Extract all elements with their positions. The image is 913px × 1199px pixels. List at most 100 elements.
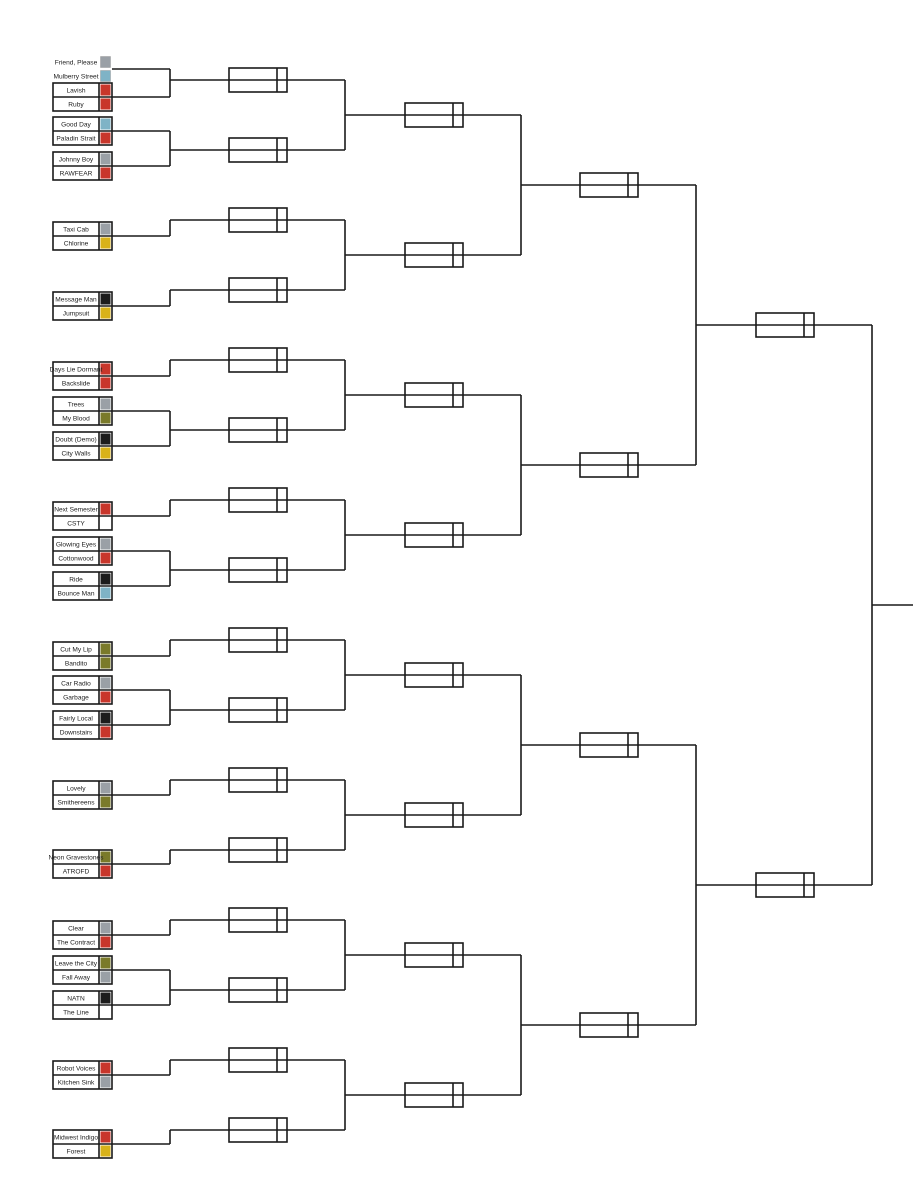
- round1-matchup[interactable]: Doubt (Demo)City Walls: [52, 431, 113, 461]
- round3-slot[interactable]: [404, 102, 464, 128]
- song-name: My Blood: [62, 415, 90, 422]
- album-art-icon: [100, 657, 111, 669]
- round3-slot[interactable]: [404, 242, 464, 268]
- album-art-icon: [100, 677, 111, 689]
- round2-slot[interactable]: [228, 137, 288, 163]
- song-name: CSTY: [67, 520, 85, 527]
- round3-slot[interactable]: [404, 662, 464, 688]
- album-art-icon: [100, 796, 111, 808]
- album-art-icon: [100, 726, 111, 738]
- round2-slot[interactable]: [228, 207, 288, 233]
- album-art-icon: [100, 782, 111, 794]
- round3-slot[interactable]: [404, 802, 464, 828]
- round5-slot[interactable]: [755, 312, 815, 338]
- round1-matchup[interactable]: Trees My Blood: [52, 396, 113, 426]
- round2-slot[interactable]: [228, 417, 288, 443]
- round2-slot[interactable]: [228, 907, 288, 933]
- album-art-icon: [100, 865, 111, 877]
- round3-slot[interactable]: [404, 522, 464, 548]
- round5-slot[interactable]: [755, 872, 815, 898]
- song-name: Friend, Please: [55, 59, 98, 66]
- album-art-icon: [100, 363, 111, 375]
- round2-slot[interactable]: [228, 1047, 288, 1073]
- album-art-icon: [100, 552, 111, 564]
- album-art-icon: [100, 84, 111, 96]
- round2-slot[interactable]: [228, 557, 288, 583]
- album-art-icon: [100, 1006, 111, 1018]
- round4-slot[interactable]: [579, 1012, 639, 1038]
- round2-slot[interactable]: [228, 767, 288, 793]
- album-art-icon: [100, 643, 111, 655]
- round2-slot[interactable]: [228, 977, 288, 1003]
- round2-slot[interactable]: [228, 697, 288, 723]
- round2-slot[interactable]: [228, 347, 288, 373]
- song-name: Lovely: [66, 785, 86, 792]
- song-name: Bounce Man: [57, 590, 94, 597]
- round3-slot[interactable]: [404, 1082, 464, 1108]
- album-art-icon: [100, 398, 111, 410]
- song-name: NATN: [67, 995, 85, 1002]
- album-art-icon: [100, 98, 111, 110]
- round4-slot[interactable]: [579, 452, 639, 478]
- song-name: Robot Voices: [57, 1065, 97, 1072]
- song-name: Mulberry Street: [53, 73, 98, 80]
- album-art-icon: [100, 447, 111, 459]
- round2-slot[interactable]: [228, 627, 288, 653]
- song-name: Fairly Local: [59, 715, 93, 722]
- song-name: ATROFD: [63, 868, 90, 875]
- song-name: Cut My Lip: [60, 646, 92, 653]
- song-name: The Contract: [57, 939, 95, 946]
- song-name: Backslide: [62, 380, 91, 387]
- album-art-icon: [100, 971, 111, 983]
- song-name: Good Day: [61, 121, 91, 128]
- round2-slot[interactable]: [228, 487, 288, 513]
- round3-slot[interactable]: [404, 942, 464, 968]
- song-name: Forest: [67, 1148, 86, 1155]
- round2-slot[interactable]: [228, 1117, 288, 1143]
- song-name: Trees: [68, 401, 85, 408]
- album-art-icon: [100, 377, 111, 389]
- song-name: Leave the City: [55, 960, 98, 967]
- round4-slot[interactable]: [579, 732, 639, 758]
- song-name: Smithereens: [57, 799, 95, 806]
- song-name: Paladin Strait: [56, 135, 95, 142]
- round2-slot[interactable]: [228, 67, 288, 93]
- album-art-icon: [100, 957, 111, 969]
- song-name: Lavish: [66, 87, 85, 94]
- album-art-icon: [100, 936, 111, 948]
- song-name: Midwest Indigo: [54, 1134, 98, 1141]
- album-art-icon: [100, 167, 111, 179]
- album-art-icon: [100, 503, 111, 515]
- round2-slot[interactable]: [228, 837, 288, 863]
- round3-slot[interactable]: [404, 382, 464, 408]
- round4-slot[interactable]: [579, 172, 639, 198]
- album-art-icon: [100, 1062, 111, 1074]
- song-name: RAWFEAR: [60, 170, 93, 177]
- album-art-icon: [100, 223, 111, 235]
- album-art-icon: [100, 307, 111, 319]
- round2-slot[interactable]: [228, 277, 288, 303]
- song-name: Message Man: [55, 296, 97, 303]
- album-art-icon: [100, 1131, 111, 1143]
